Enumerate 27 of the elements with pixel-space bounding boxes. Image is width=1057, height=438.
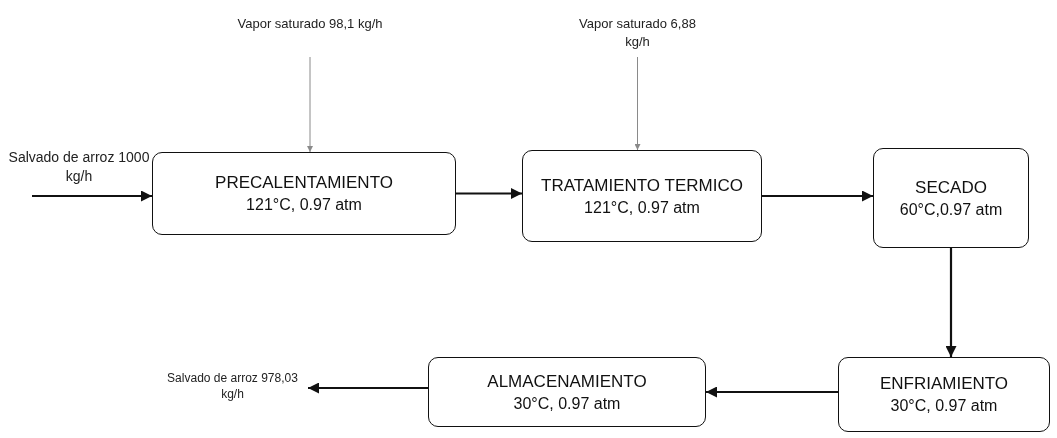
arrow	[634, 56, 641, 151]
stream-label: Vapor saturado 98,1 kg/h	[237, 15, 383, 33]
process-name: ALMACENAMIENTO	[487, 370, 647, 393]
arrow	[308, 382, 428, 394]
process-box	[522, 150, 762, 242]
arrow	[945, 248, 957, 357]
stream-label: Vapor saturado 6,88 kg/h	[578, 15, 697, 51]
process-conditions: 121°C, 0.97 atm	[246, 195, 362, 215]
process-box	[152, 152, 456, 235]
process-conditions: 30°C, 0.97 atm	[513, 393, 621, 414]
arrow	[307, 56, 313, 153]
process-box	[428, 357, 706, 427]
arrow	[456, 188, 522, 199]
arrow	[706, 386, 838, 398]
stream-label: Salvado de arroz 1000 kg/h	[7, 148, 151, 186]
process-box	[838, 357, 1050, 432]
stream-label: Salvado de arroz 978,03 kg/h	[166, 370, 299, 403]
arrow	[762, 190, 873, 202]
process-conditions: 60°C,0.97 atm	[899, 199, 1003, 220]
arrow	[32, 190, 152, 202]
process-conditions: 30°C, 0.97 atm	[890, 396, 998, 416]
process-conditions: 121°C, 0.97 atm	[584, 197, 700, 218]
process-name: SECADO	[915, 176, 987, 199]
process-box	[873, 148, 1029, 248]
process-name: PRECALENTAMIENTO	[215, 172, 393, 194]
process-name: ENFRIAMIENTO	[879, 373, 1009, 395]
process-name: TRATAMIENTO TERMICO	[541, 174, 743, 197]
